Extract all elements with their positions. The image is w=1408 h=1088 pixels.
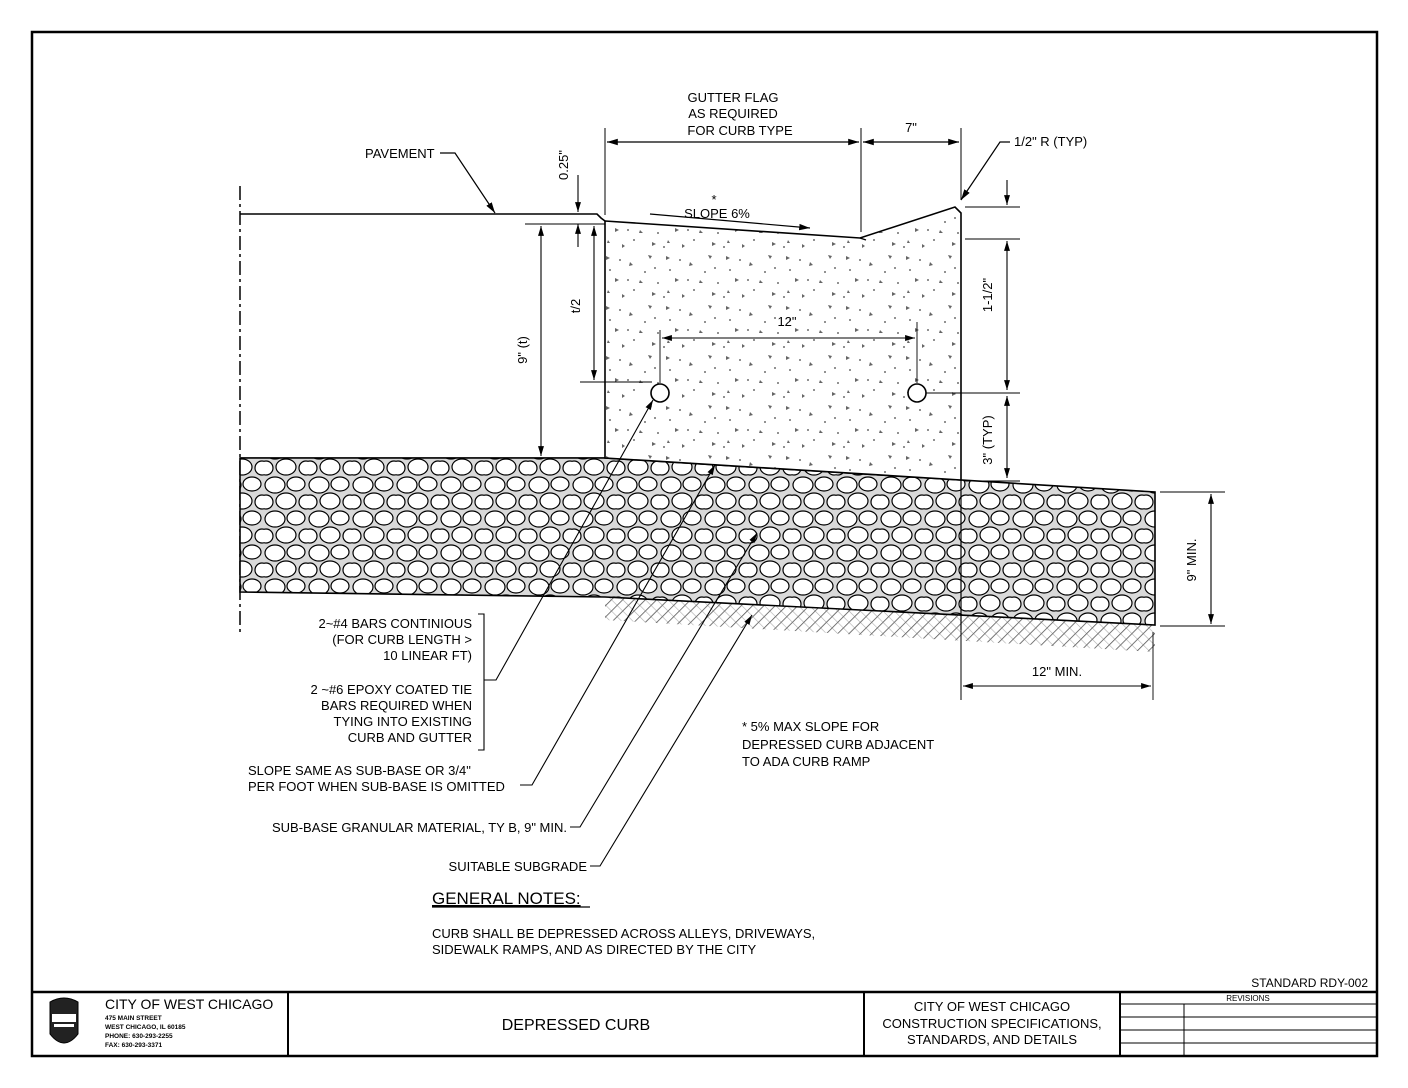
rebar-left [650,383,670,403]
address-1: 475 MAIN STREET [105,1015,162,1022]
rebar-leader [484,399,654,681]
pavement-leader [440,152,496,214]
notes-line-1: CURB SHALL BE DEPRESSED ACROSS ALLEYS, D… [432,926,815,941]
spec-line-3: STANDARDS, AND DETAILS [907,1032,1077,1047]
slope-callout-2: PER FOOT WHEN SUB-BASE IS OMITTED [248,779,505,794]
dim-025-label: 0.25" [556,150,571,180]
tie-line-3: TYING INTO EXISTING [334,714,472,729]
dim-9min-label: 9" MIN. [1184,539,1199,582]
address-phone: PHONE: 630-293-2255 [105,1033,173,1040]
tie-line-4: CURB AND GUTTER [348,730,472,745]
slope-callout-1: SLOPE SAME AS SUB-BASE OR 3/4" [248,763,471,778]
dim-12min-label: 12" MIN. [1032,664,1082,679]
spec-line-1: CITY OF WEST CHICAGO [914,999,1070,1014]
slope-label: SLOPE 6% [684,206,750,221]
dim-3typ-label: 3" (TYP) [980,415,995,464]
footnote-line-2: DEPRESSED CURB ADJACENT [742,737,934,752]
gutter-flag-line-2: AS REQUIRED [688,106,778,121]
address-2: WEST CHICAGO, IL 60185 [105,1024,186,1031]
city-name: CITY OF WEST CHICAGO [105,996,273,1012]
sub-base-layer [239,457,1156,626]
footnote-line-1: * 5% MAX SLOPE FOR [742,719,879,734]
subgrade-leader [590,614,753,867]
callout-bracket [478,613,485,751]
gutter-flag-line-1: GUTTER FLAG [687,90,778,105]
subbase-callout: SUB-BASE GRANULAR MATERIAL, TY B, 9" MIN… [272,820,567,835]
sheet-border [30,30,1379,1058]
radius-leader [960,141,1010,201]
dim-9t-label: 9" (t) [515,336,530,364]
address-fax: FAX: 630-293-3371 [105,1042,162,1049]
notes-heading: GENERAL NOTES: [432,889,581,908]
subgrade-callout: SUITABLE SUBGRADE [449,859,588,874]
standard-number: STANDARD RDY-002 [1251,976,1368,990]
bars-line-3: 10 LINEAR FT) [383,648,472,663]
slope-star: * [711,192,716,207]
dim-1-5-label: 1-1/2" [980,277,995,312]
pavement-label: PAVEMENT [365,146,435,161]
notes-line-2: SIDEWALK RAMPS, AND AS DIRECTED BY THE C… [432,942,756,957]
tie-line-1: 2 ~#6 EPOXY COATED TIE [311,682,473,697]
rebar-right [907,383,927,403]
dim-7in-label: 7" [905,120,917,135]
pavement-surface [240,213,606,222]
city-seal-icon [49,997,79,1044]
bars-line-2: (FOR CURB LENGTH > [332,632,472,647]
tie-line-2: BARS REQUIRED WHEN [321,698,472,713]
slope-leader [520,464,716,786]
spec-line-2: CONSTRUCTION SPECIFICATIONS, [882,1016,1101,1031]
drawing-title: DEPRESSED CURB [502,1017,650,1034]
radius-label: 1/2" R (TYP) [1014,134,1087,149]
subbase-leader [570,532,758,828]
dim-t2-label: t/2 [568,299,583,313]
revisions-label: REVISIONS [1226,994,1270,1003]
bars-line-1: 2~#4 BARS CONTINIOUS [318,616,472,631]
curb-concrete [604,206,962,481]
footnote-line-3: TO ADA CURB RAMP [742,754,870,769]
gutter-flag-line-3: FOR CURB TYPE [687,123,793,138]
slope-arrow [649,213,811,231]
dim-12in-label: 12" [777,314,796,329]
